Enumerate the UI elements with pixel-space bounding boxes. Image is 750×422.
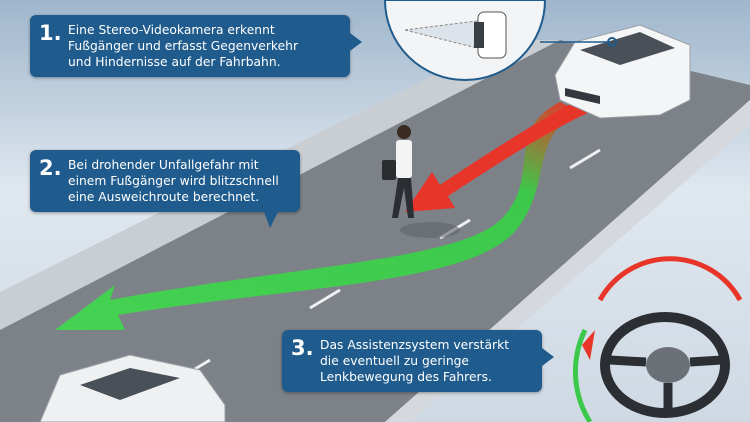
step-text-line: Lenkbewegung des Fahrers. — [320, 370, 492, 384]
step-3-callout: 3. Das Assistenzsystem verstärkt die eve… — [282, 330, 554, 392]
step-text-line: einem Fußgänger wird blitzschnell — [68, 174, 279, 188]
step-1-callout: 1. Eine Stereo-Videokamera erkennt Fußgä… — [30, 15, 362, 77]
step-text-line: und Hindernisse auf der Fahrbahn. — [68, 55, 281, 69]
camera-inset — [383, 0, 547, 81]
road — [0, 40, 750, 422]
step-number: 1. — [39, 21, 62, 45]
front-car — [554, 24, 691, 119]
step-text-line: die eventuell zu geringe — [320, 354, 469, 368]
oncoming-car — [39, 354, 226, 422]
step-text-line: eine Ausweichroute berechnet. — [68, 190, 260, 204]
step-text-line: Das Assistenzsystem verstärkt — [320, 338, 510, 352]
step-number: 3. — [291, 336, 314, 360]
collision-path-arrow — [405, 100, 590, 212]
step-text-line: Fußgänger und erfasst Gegenverkehr — [68, 39, 298, 53]
evasive-route-arrow — [55, 102, 580, 330]
step-number: 2. — [39, 156, 62, 180]
step-text-line: Eine Stereo-Videokamera erkennt — [68, 23, 275, 37]
steering-wheel-illustration — [573, 256, 743, 422]
pedestrian — [382, 125, 460, 238]
step-text-line: Bei drohender Unfallgefahr mit — [68, 158, 259, 172]
step-2-callout: 2. Bei drohender Unfallgefahr mit einem … — [30, 150, 300, 228]
